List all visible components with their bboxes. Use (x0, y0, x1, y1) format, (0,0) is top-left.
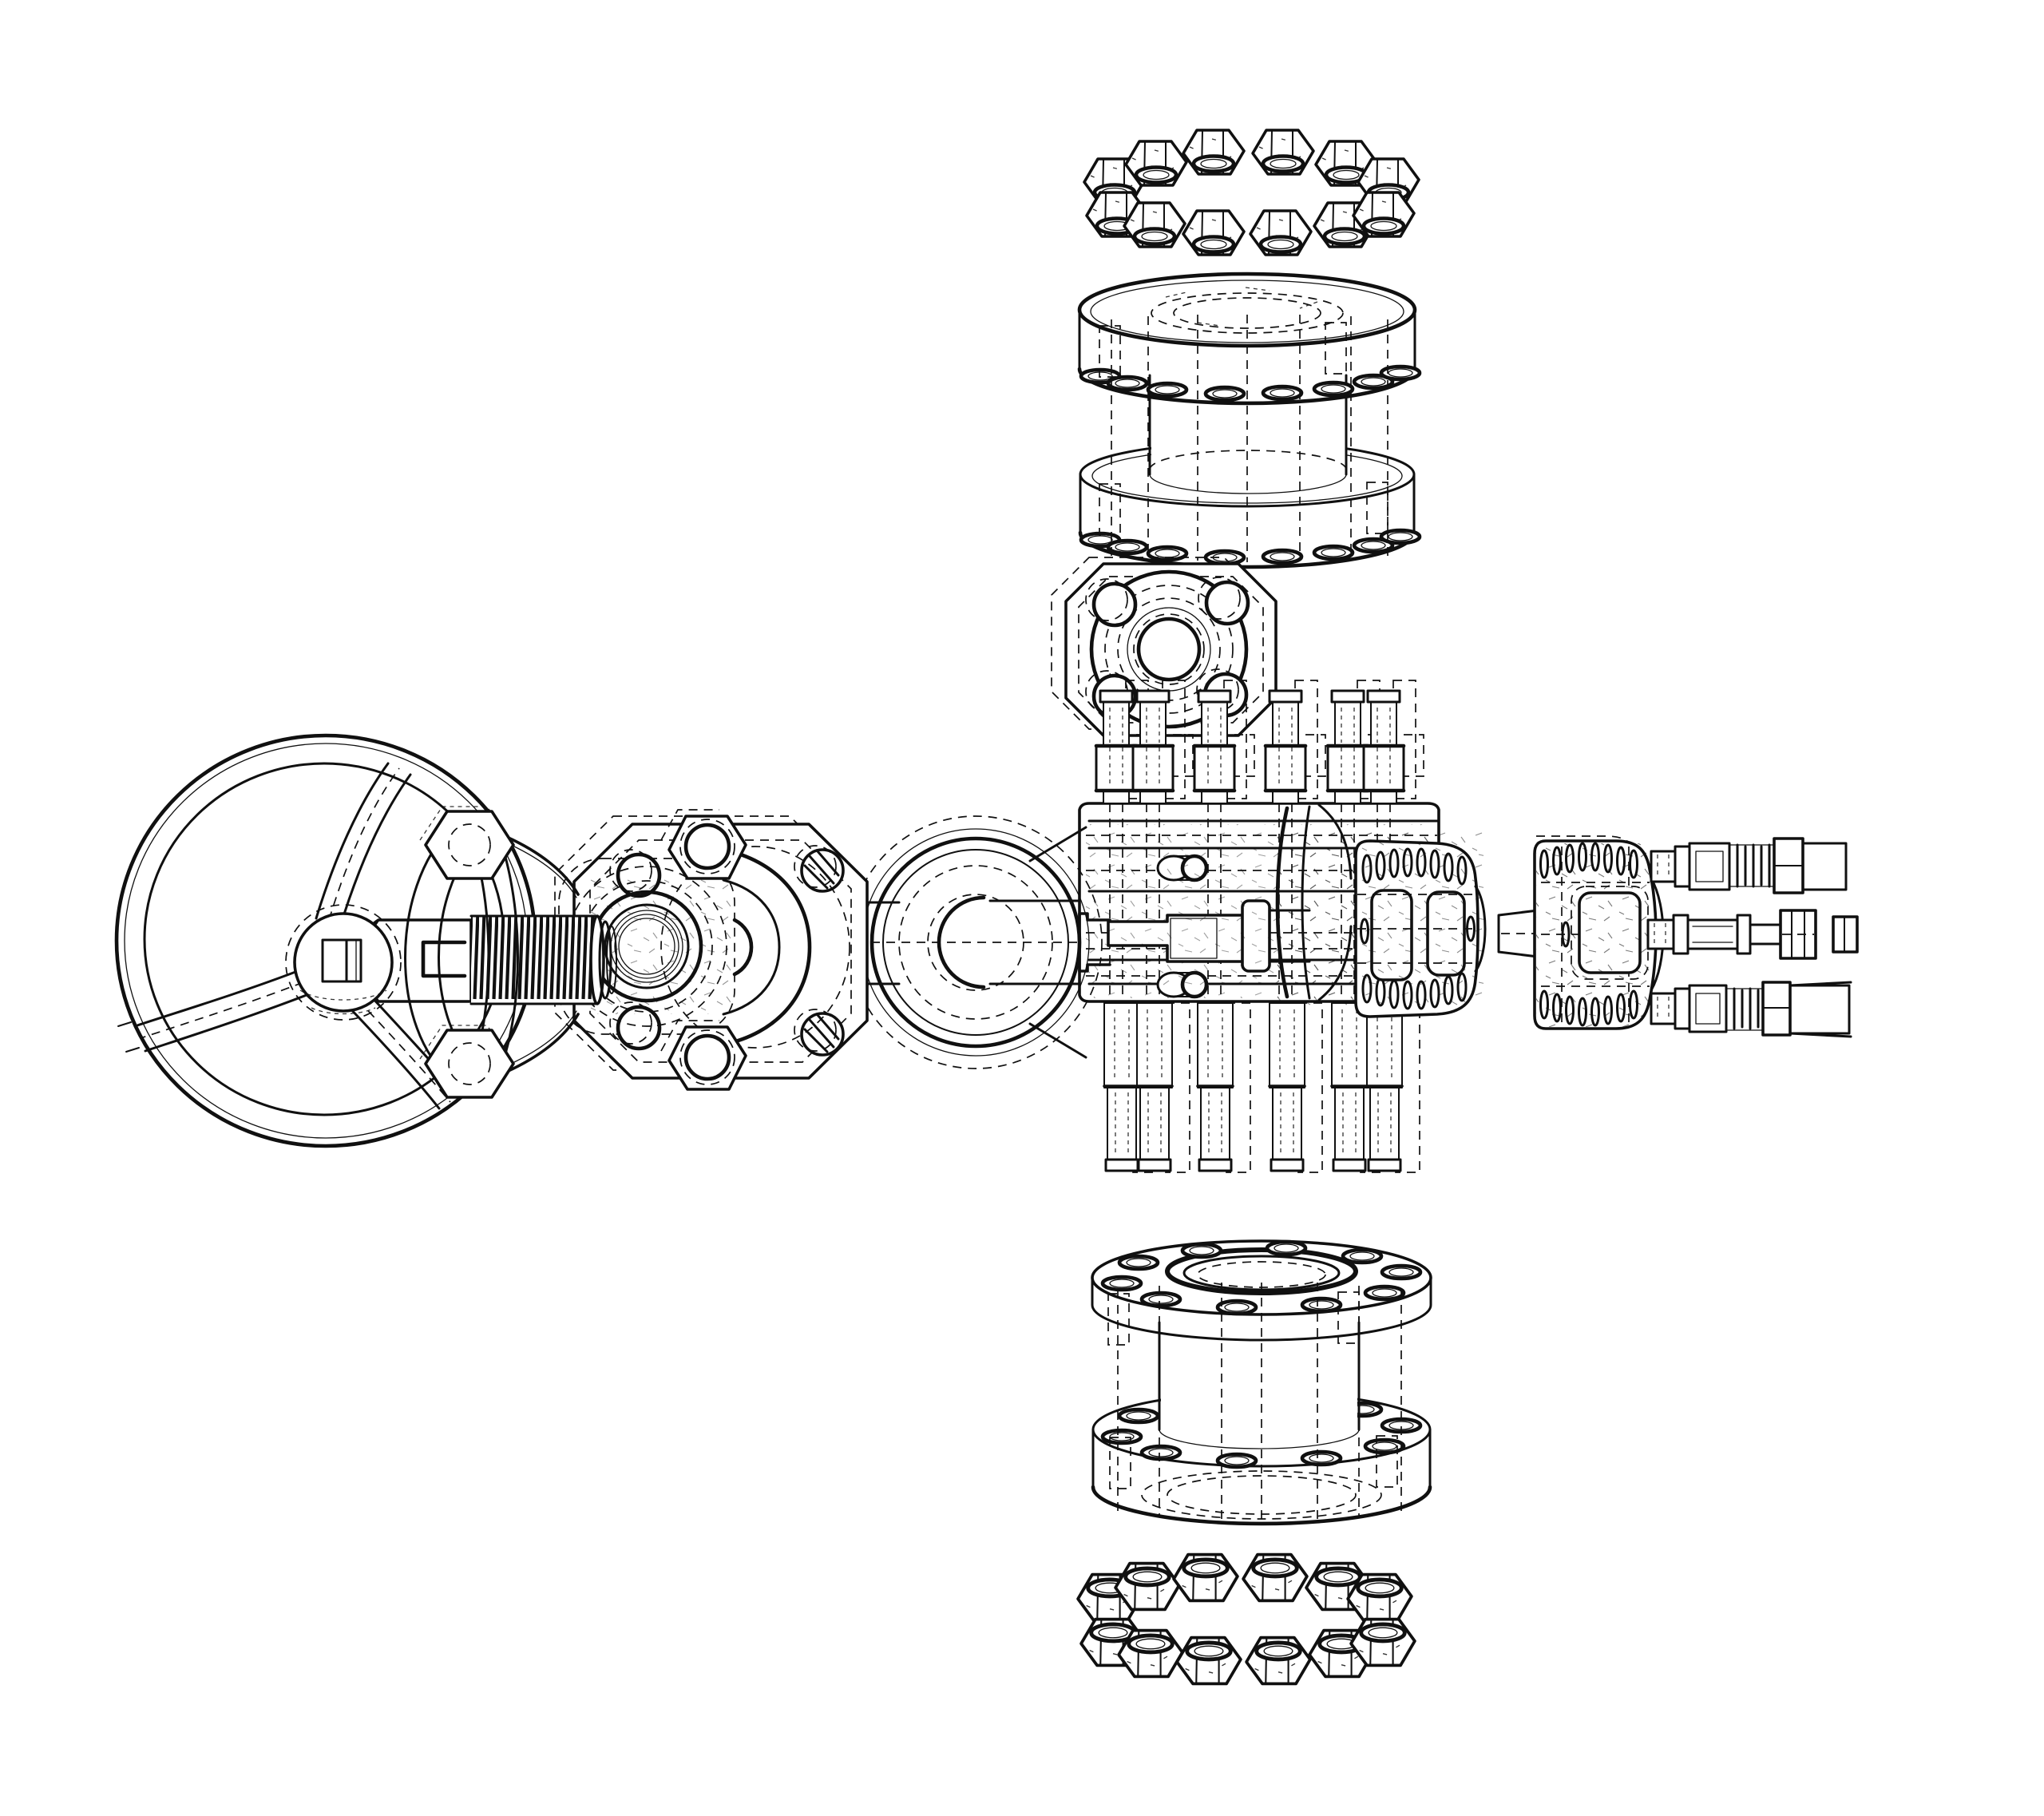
bolt-hole (1263, 387, 1301, 399)
bolt-hole (1218, 1454, 1256, 1467)
bolt-hole (1103, 1430, 1141, 1443)
stud-bolt (1330, 1001, 1369, 1172)
spool-hidden-lines (1107, 1283, 1402, 1522)
bolt-hole (1365, 1287, 1404, 1299)
bolt-hole (1263, 550, 1301, 563)
wheel-spokes (117, 762, 463, 1110)
bonnet-arches (660, 846, 850, 1049)
stud-bolt (1266, 691, 1305, 803)
bolt-hole (1182, 1244, 1221, 1257)
stud-bolts-bottom (1103, 1001, 1420, 1173)
fasteners-right (1646, 837, 1859, 1038)
fastener-bolt (1650, 837, 1848, 894)
hex-nut (1253, 130, 1313, 174)
bolt-hole (1314, 383, 1353, 395)
hub-keyway (321, 938, 362, 983)
bolt-hole (1206, 387, 1244, 400)
hex-nut (1174, 1555, 1238, 1601)
hex-nut (1183, 211, 1244, 255)
bolt-hole (1148, 383, 1186, 396)
hex-nut (1119, 1631, 1182, 1677)
hex-nut (1246, 1638, 1310, 1684)
spool-neck (1148, 374, 1348, 494)
stud-bolt (1328, 691, 1368, 803)
bolt-hole (1119, 1256, 1158, 1269)
stud-bolt (1365, 1001, 1404, 1172)
bolt-hole (1314, 546, 1353, 559)
hex-nut (1243, 1555, 1307, 1601)
bolt-hole (1108, 377, 1147, 390)
spool-upper-flange (1077, 272, 1420, 406)
bolt-hole (1142, 1293, 1180, 1306)
stud-bolt (1268, 1001, 1306, 1172)
bolt-hole (1267, 1242, 1305, 1255)
hex-nut (1348, 1575, 1412, 1621)
hex-nut (1183, 130, 1244, 174)
bolt-hole (1218, 1301, 1256, 1314)
bolt-hole (1108, 541, 1147, 553)
hex-nut (1353, 192, 1414, 236)
hex-nut (1115, 1564, 1179, 1610)
hex-nuts-top (1084, 130, 1419, 255)
bolt-hole (1343, 1250, 1381, 1263)
stud-bolt (1196, 1001, 1234, 1172)
bolt-hole (1382, 1266, 1420, 1279)
stud-bolt (1364, 691, 1404, 803)
fastener-bolt (1646, 909, 1859, 960)
stud-bolts-top (1096, 680, 1424, 803)
flange-bore (1136, 617, 1202, 682)
end-cap (1275, 803, 1539, 1018)
spool-hidden-lines (1099, 315, 1388, 562)
hex-nut (1126, 141, 1186, 185)
fastener-bolt (1650, 981, 1852, 1038)
wheel-hub (285, 904, 402, 1021)
hex-nut (1250, 211, 1311, 255)
stud-bolt (1135, 1001, 1174, 1172)
bolt-hole (1119, 1410, 1158, 1422)
bolt-hole (1103, 1277, 1141, 1290)
bolt-hole (1302, 1299, 1341, 1311)
hex-nuts-bottom (1078, 1555, 1415, 1684)
hex-nut (1177, 1638, 1241, 1684)
bolt-hole (1142, 1446, 1180, 1459)
handwheel (114, 733, 617, 1148)
bonnet-flange (554, 810, 869, 1089)
stud-bolt (1103, 1001, 1141, 1172)
adapter-plate (1533, 835, 1665, 1030)
hex-nut (1351, 1620, 1415, 1666)
bolt-hole (1302, 1452, 1341, 1465)
hex-nut (1124, 203, 1185, 247)
flanged-spool-top (1077, 272, 1420, 569)
stem-threads (471, 916, 596, 1004)
spool-bore (1165, 1247, 1358, 1295)
flanged-spool-bottom (1091, 1239, 1432, 1526)
